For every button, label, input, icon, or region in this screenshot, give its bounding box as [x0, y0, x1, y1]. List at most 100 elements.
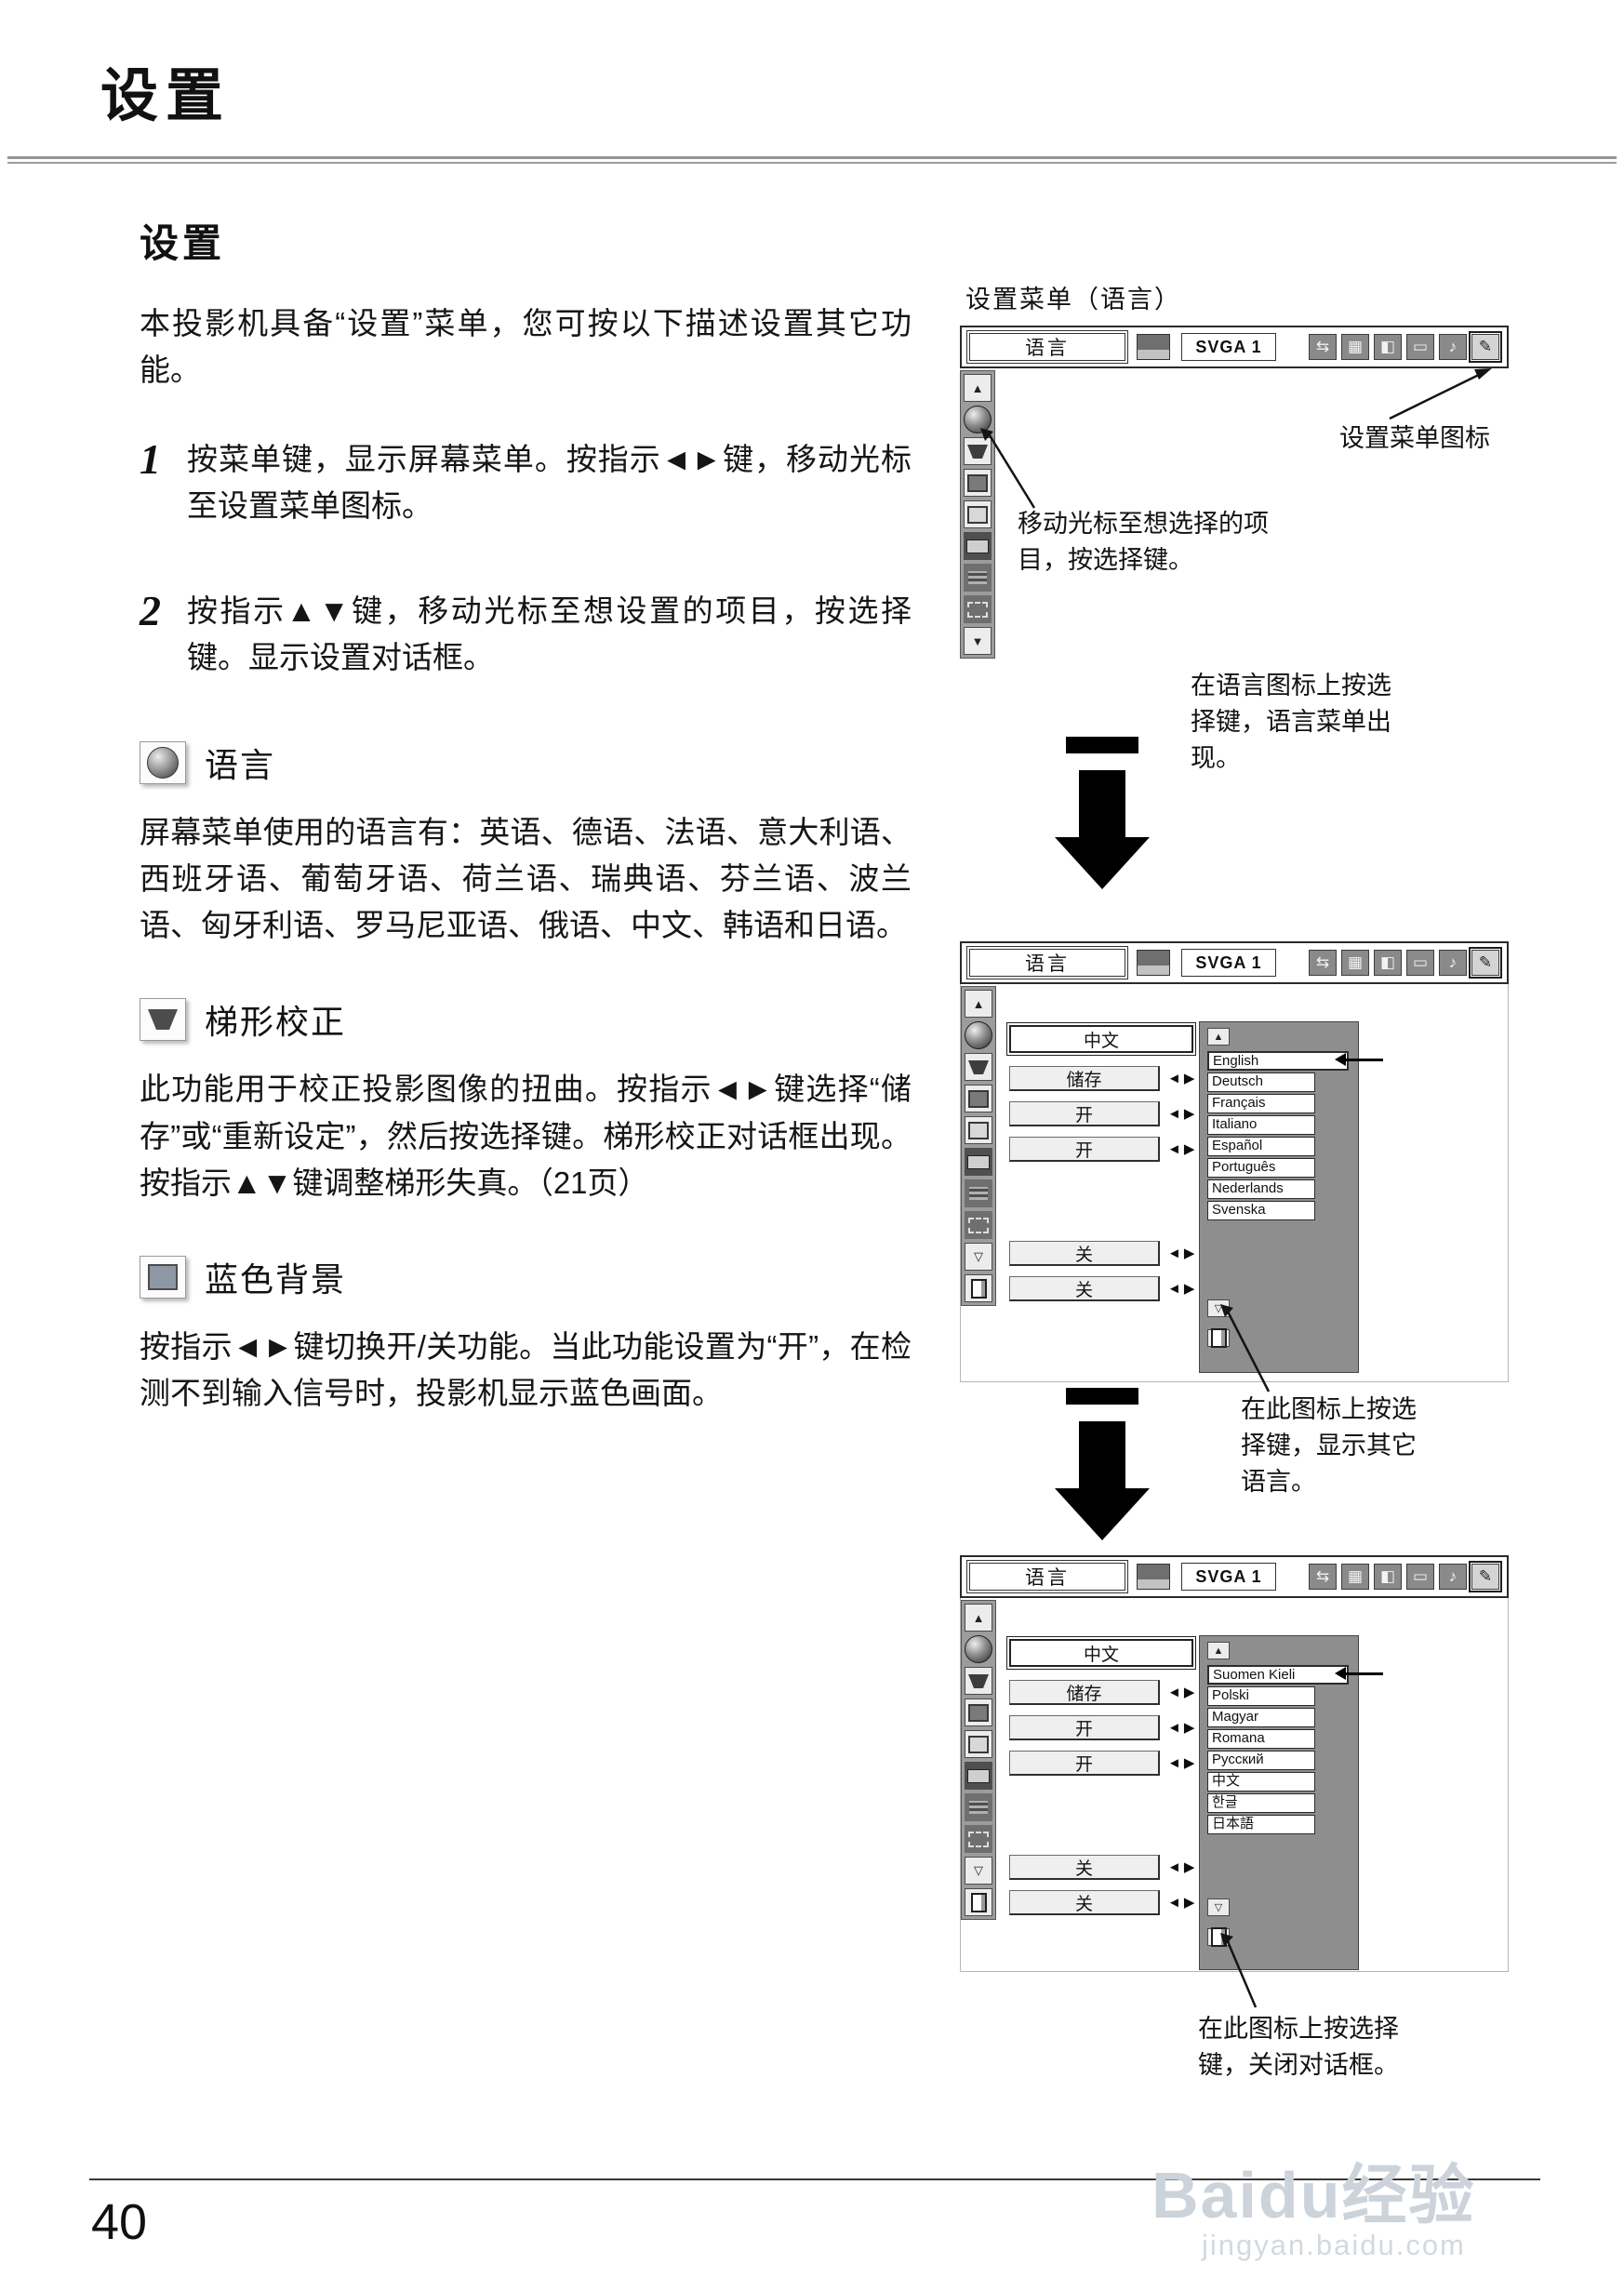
scroll-down-icon: [965, 1243, 992, 1271]
figure-column: 设置菜单（语言） 语言 SVGA 1: [960, 279, 1574, 2195]
language-item: Polski: [1207, 1686, 1315, 1706]
language-list: English Deutsch Français Italiano Españo…: [1207, 1051, 1358, 1220]
leader-line-exit-icon: [1220, 1933, 1258, 2008]
monitor-icon: [1137, 334, 1170, 360]
note-other-languages: 在此图标上按选择键，显示其它语言。: [1241, 1395, 1417, 1497]
left-right-arrows-icon: [1167, 1245, 1197, 1262]
feature-title: 蓝色背景: [205, 1259, 347, 1299]
language-value-box: 中文: [1006, 1636, 1196, 1670]
screen-size-icon: [1406, 334, 1434, 360]
blue-background-icon: [964, 469, 992, 497]
page-title: 设置: [100, 64, 232, 128]
down-arrow: [1055, 1388, 1150, 1540]
step-number: 2: [140, 586, 161, 634]
leader-line-cursor: [980, 428, 1036, 509]
osd-body: 中文 储存 开 开 关: [960, 1598, 1509, 1972]
monitor-icon: [1137, 1564, 1170, 1590]
language-item: Português: [1207, 1158, 1315, 1178]
setting-menu-icon: [1469, 331, 1502, 363]
header-divider: [7, 156, 1617, 164]
osd-menu-screenshot-1: 语言 SVGA 1: [960, 326, 1509, 705]
left-right-arrows-icon: [1167, 1140, 1197, 1158]
pc-adjust-icon: [1341, 950, 1369, 976]
language-value-box: 中文: [1006, 1022, 1196, 1056]
scroll-up-icon: [965, 990, 992, 1018]
language-item: Русский: [1207, 1751, 1315, 1770]
osd-menu-title: 语言: [966, 1560, 1128, 1593]
watermark-url: jingyan.baidu.com: [1202, 2229, 1466, 2261]
step-text: 按指示▲▼键，移动光标至想设置的项目，按选择键。显示设置对话框。: [187, 593, 912, 674]
setting-row-display: 开: [1009, 1751, 1197, 1776]
logo-icon: [965, 1179, 992, 1207]
screen-size-icon: [1406, 1564, 1434, 1590]
panel-scroll-up-icon: [1207, 1028, 1230, 1046]
osd-source-label: SVGA 1: [1181, 333, 1276, 361]
osd-menu-screenshot-3: 语言 SVGA 1: [960, 1555, 1509, 1972]
footer-divider: [89, 2178, 1540, 2180]
keystone-icon: [140, 998, 186, 1042]
sound-icon: [1439, 950, 1467, 976]
input-select-icon: [1309, 950, 1337, 976]
screen-setting-icon: [965, 1762, 992, 1790]
value-box: 关: [1009, 1276, 1160, 1301]
language-globe-icon: [965, 1635, 992, 1663]
feature-body: 此功能用于校正投影图像的扭曲。按指示◄►键选择“储存”或“重新设定”，然后按选择…: [140, 1072, 912, 1200]
osd-settings-column: 中文 储存 开 开 关: [1006, 1598, 1242, 1971]
osd-menu-title: 语言: [966, 946, 1128, 979]
value-box: 开: [1009, 1101, 1160, 1126]
note-close-dialog: 在此图标上按选择键，关闭对话框。: [1198, 2015, 1399, 2080]
pc-adjust-icon: [1341, 1564, 1369, 1590]
display-icon: [964, 500, 992, 528]
image-select-icon: [1374, 950, 1402, 976]
display-icon: [965, 1730, 992, 1758]
value-box: 储存: [1009, 1066, 1160, 1091]
exit-door-icon: [965, 1888, 992, 1916]
globe-icon: [140, 740, 186, 784]
setting-row-language: 中文: [1006, 1022, 1196, 1056]
left-right-arrows-icon: [1167, 1105, 1197, 1123]
keystone-icon: [965, 1053, 992, 1081]
language-item: Italiano: [1207, 1115, 1315, 1135]
scroll-up-icon: [965, 1604, 992, 1632]
scroll-up-icon: [964, 374, 992, 402]
value-box: 开: [1009, 1715, 1160, 1740]
input-select-icon: [1309, 334, 1337, 360]
value-box: 开: [1009, 1137, 1160, 1162]
language-item: Romana: [1207, 1729, 1315, 1749]
leader-line-setting-icon: [1389, 368, 1492, 420]
step-2: 2 按指示▲▼键，移动光标至想设置的项目，按选择键。显示设置对话框。: [140, 586, 912, 681]
language-item-selected: Suomen Kieli: [1207, 1665, 1349, 1685]
keystone-icon: [964, 437, 992, 465]
display-icon: [965, 1116, 992, 1144]
setting-row-keystone: 储存: [1009, 1680, 1197, 1705]
section-title: 设置: [140, 221, 226, 265]
language-item: Svenska: [1207, 1201, 1315, 1220]
blue-background-icon: [140, 1255, 186, 1299]
osd-toolbar-icons: [1309, 947, 1502, 979]
capture-icon: [964, 595, 992, 623]
panel-scroll-up-icon: [1207, 1642, 1230, 1659]
language-globe-icon: [964, 406, 992, 433]
scroll-down-icon: [964, 627, 992, 655]
language-item: 中文: [1207, 1772, 1315, 1792]
language-item: 日本語: [1207, 1815, 1315, 1834]
input-select-icon: [1309, 1564, 1337, 1590]
osd-toolbar: 语言 SVGA 1: [960, 326, 1509, 368]
left-right-arrows-icon: [1167, 1754, 1197, 1772]
language-list: Suomen Kieli Polski Magyar Romana Русски…: [1207, 1665, 1358, 1834]
osd-sidebar: [960, 370, 995, 659]
logo-icon: [965, 1793, 992, 1821]
left-right-arrows-icon: [1167, 1280, 1197, 1298]
feature-title: 梯形校正: [205, 1003, 347, 1042]
setting-row: 关: [1009, 1241, 1197, 1266]
setting-row-blue-back: 开: [1009, 1101, 1197, 1126]
setting-row: 关: [1009, 1890, 1197, 1915]
setting-row-display: 开: [1009, 1137, 1197, 1162]
feature-title: 语言: [205, 745, 276, 784]
callout-setting-menu-icon: 设置菜单图标: [1339, 424, 1490, 452]
feature-header: 蓝色背景: [140, 1253, 912, 1301]
figure-caption: 设置菜单（语言）: [965, 286, 1181, 313]
setting-menu-icon: [1469, 947, 1502, 979]
setting-row: 关: [1009, 1276, 1197, 1301]
feature-header: 语言: [140, 739, 912, 787]
